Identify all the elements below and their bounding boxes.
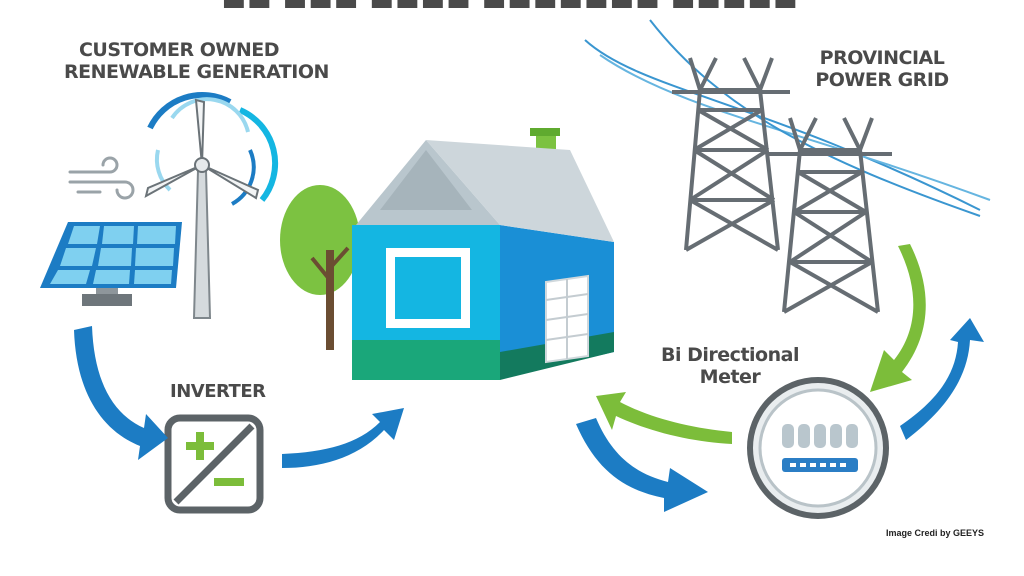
arrow-house-to-meter [576, 418, 708, 512]
arrow-generation-to-inverter [74, 326, 168, 460]
tree-icon [280, 185, 360, 350]
meter-label-line1: Bi Directional [661, 344, 799, 366]
meter-icon [747, 377, 889, 519]
power-tower-icon [672, 57, 892, 314]
turbine-rings [147, 92, 279, 206]
solar-panel-icon [40, 222, 182, 306]
inverter-icon [164, 414, 264, 514]
grid-label-line1: PROVINCIAL [819, 47, 945, 69]
power-grid-label: PROVINCIAL POWER GRID [812, 47, 952, 92]
cropped-title: ▬▬ ▬▬▬ ▬▬▬▬ ▬▬▬▬▬▬▬ ▬▬▬▬▬ [150, 0, 870, 8]
arrow-grid-to-meter [870, 244, 926, 392]
customer-label-line1: CUSTOMER OWNED [78, 39, 280, 61]
power-lines [584, 19, 991, 217]
arrow-meter-to-house [596, 392, 732, 444]
arrow-inverter-to-house [282, 408, 404, 468]
meter-label: Bi Directional Meter [660, 344, 800, 389]
arrow-meter-to-grid [900, 318, 984, 440]
wind-turbine-icon [144, 98, 260, 319]
house-icon [352, 128, 614, 380]
inverter-label: INVERTER [170, 381, 266, 402]
image-credit: Image Credi by GEEYS [886, 528, 985, 538]
wind-gust-icon [68, 156, 135, 200]
customer-label-line2: RENEWABLE GENERATION [64, 60, 329, 83]
customer-generation-label: CUSTOMER OWNED RENEWABLE GENERATION [64, 39, 329, 84]
meter-label-line2: Meter [699, 365, 761, 388]
grid-label-line2: POWER GRID [815, 68, 949, 91]
